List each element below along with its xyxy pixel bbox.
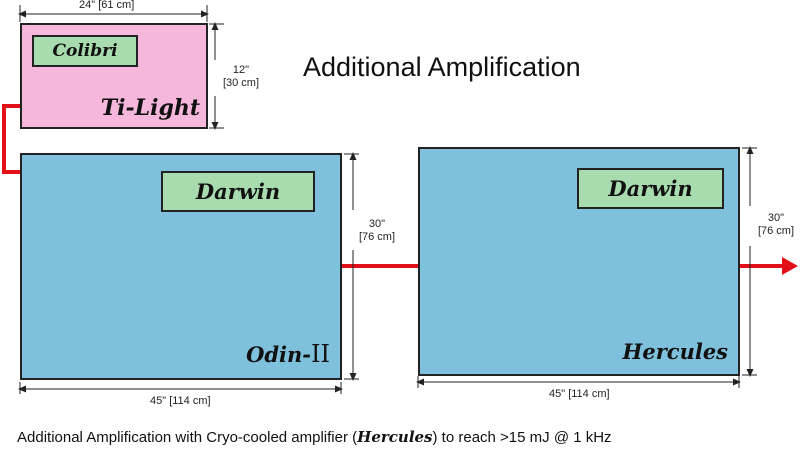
hercules-height-dimension: [742, 146, 757, 377]
caption-text-after: ) to reach >15 mJ @ 1 kHz: [432, 429, 612, 446]
caption-text-before: Additional Amplification with Cryo-coole…: [17, 429, 358, 446]
caption-emphasis: Hercules: [357, 428, 433, 446]
odin-width-dimension: [18, 382, 343, 394]
darwin-label-hercules: Darwin: [608, 176, 693, 201]
tilight-width-label: 24" [61 cm]: [76, 0, 138, 12]
tilight-width-dimension: [18, 5, 209, 22]
hercules-height-label: 30" [76 cm]: [752, 212, 800, 238]
odin-height-label-line2: [76 cm]: [358, 231, 396, 243]
colibri-module: Colibri: [32, 35, 138, 67]
tilight-box: Colibri Ti-Light: [20, 23, 208, 129]
hercules-height-label-line2: [76 cm]: [757, 225, 795, 237]
odin-height-label: 30" [76 cm]: [353, 218, 401, 244]
tilight-label: Ti-Light: [100, 95, 200, 121]
odin-label: Odin-II: [246, 340, 330, 368]
hercules-label: Hercules: [622, 339, 728, 364]
colibri-label: Colibri: [52, 41, 118, 61]
diagram-title: Additional Amplification: [303, 52, 581, 82]
odin-box: Darwin Odin-II: [20, 153, 342, 380]
hercules-box: Darwin Hercules: [418, 147, 740, 376]
darwin-module-odin: Darwin: [161, 171, 315, 212]
darwin-module-hercules: Darwin: [577, 168, 724, 209]
odin-width-label: 45" [114 cm]: [150, 395, 211, 407]
tilight-height-label-line1: 12": [232, 64, 250, 76]
odin-height-dimension: [344, 152, 359, 381]
hercules-width-dimension: [416, 376, 741, 388]
odin-height-label-line1: 30": [368, 218, 386, 230]
odin-label-numeral: II: [311, 340, 330, 368]
darwin-label-odin: Darwin: [195, 179, 281, 204]
beam-output-arrowhead: [782, 257, 798, 275]
diagram-caption: Additional Amplification with Cryo-coole…: [17, 428, 612, 446]
hercules-width-label: 45" [114 cm]: [549, 388, 610, 400]
odin-label-main: Odin-: [246, 342, 312, 367]
tilight-height-label-line2: [30 cm]: [222, 77, 260, 89]
tilight-height-label: 12" [30 cm]: [217, 64, 265, 90]
tilight-height-dimension: [209, 22, 224, 130]
beam-tilight-to-odin: [2, 104, 20, 174]
hercules-height-label-line1: 30": [767, 212, 785, 224]
